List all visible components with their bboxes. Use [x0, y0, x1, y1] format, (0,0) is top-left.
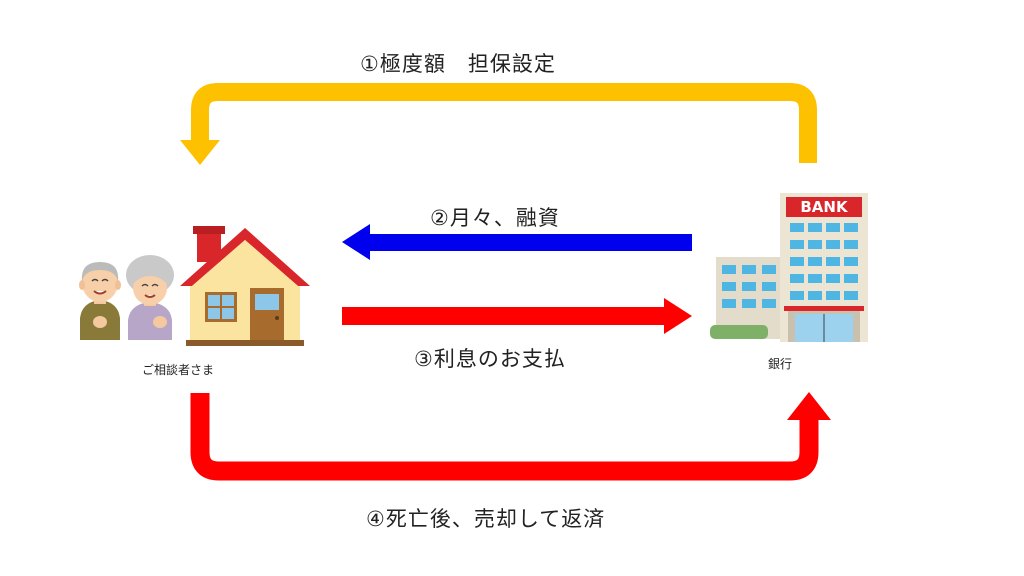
bank-building-illustration: BANK [710, 193, 868, 342]
elderly-man [79, 262, 121, 340]
building-window [722, 282, 736, 291]
building-window [790, 223, 804, 232]
arrow-collateral-setup [180, 83, 817, 165]
building-window [762, 265, 776, 274]
building-window [808, 223, 822, 232]
building-window [762, 299, 776, 308]
building-window [762, 282, 776, 291]
building-window [826, 274, 840, 283]
arrow-interest-payment [342, 298, 692, 334]
building-window [742, 299, 756, 308]
building-window [790, 274, 804, 283]
building-window [844, 240, 858, 249]
bank-tower-windows [790, 223, 858, 300]
building-window [790, 257, 804, 266]
building-window [722, 299, 736, 308]
step-2-label: ②月々、融資 [430, 206, 560, 230]
building-window [826, 291, 840, 300]
step-4-label: ④死亡後、売却して返済 [366, 507, 606, 531]
bank-sign [786, 197, 862, 217]
step-1-label: ①極度額 担保設定 [360, 52, 556, 76]
building-window [844, 274, 858, 283]
building-window [742, 282, 756, 291]
building-window [742, 265, 756, 274]
building-window [808, 240, 822, 249]
building-window [722, 265, 736, 274]
building-window [844, 291, 858, 300]
building-window [844, 257, 858, 266]
building-window [808, 291, 822, 300]
building-window [808, 257, 822, 266]
bank-annex-windows [722, 265, 776, 308]
building-window [826, 240, 840, 249]
elderly-woman [126, 255, 174, 340]
customer-label: ご相談者さま [142, 363, 215, 377]
building-window [826, 257, 840, 266]
building-window [790, 291, 804, 300]
bank-label: 銀行 [768, 357, 793, 371]
building-window [790, 240, 804, 249]
arrow-monthly-loan [342, 224, 692, 260]
house-illustration [180, 226, 310, 346]
bank-sign-text: BANK [800, 198, 849, 216]
elderly-couple-illustration [79, 255, 174, 340]
building-window [844, 223, 858, 232]
building-window [808, 274, 822, 283]
arrow-repay-after-sale [190, 392, 831, 481]
step-3-label: ③利息のお支払 [414, 347, 566, 371]
building-window [826, 223, 840, 232]
